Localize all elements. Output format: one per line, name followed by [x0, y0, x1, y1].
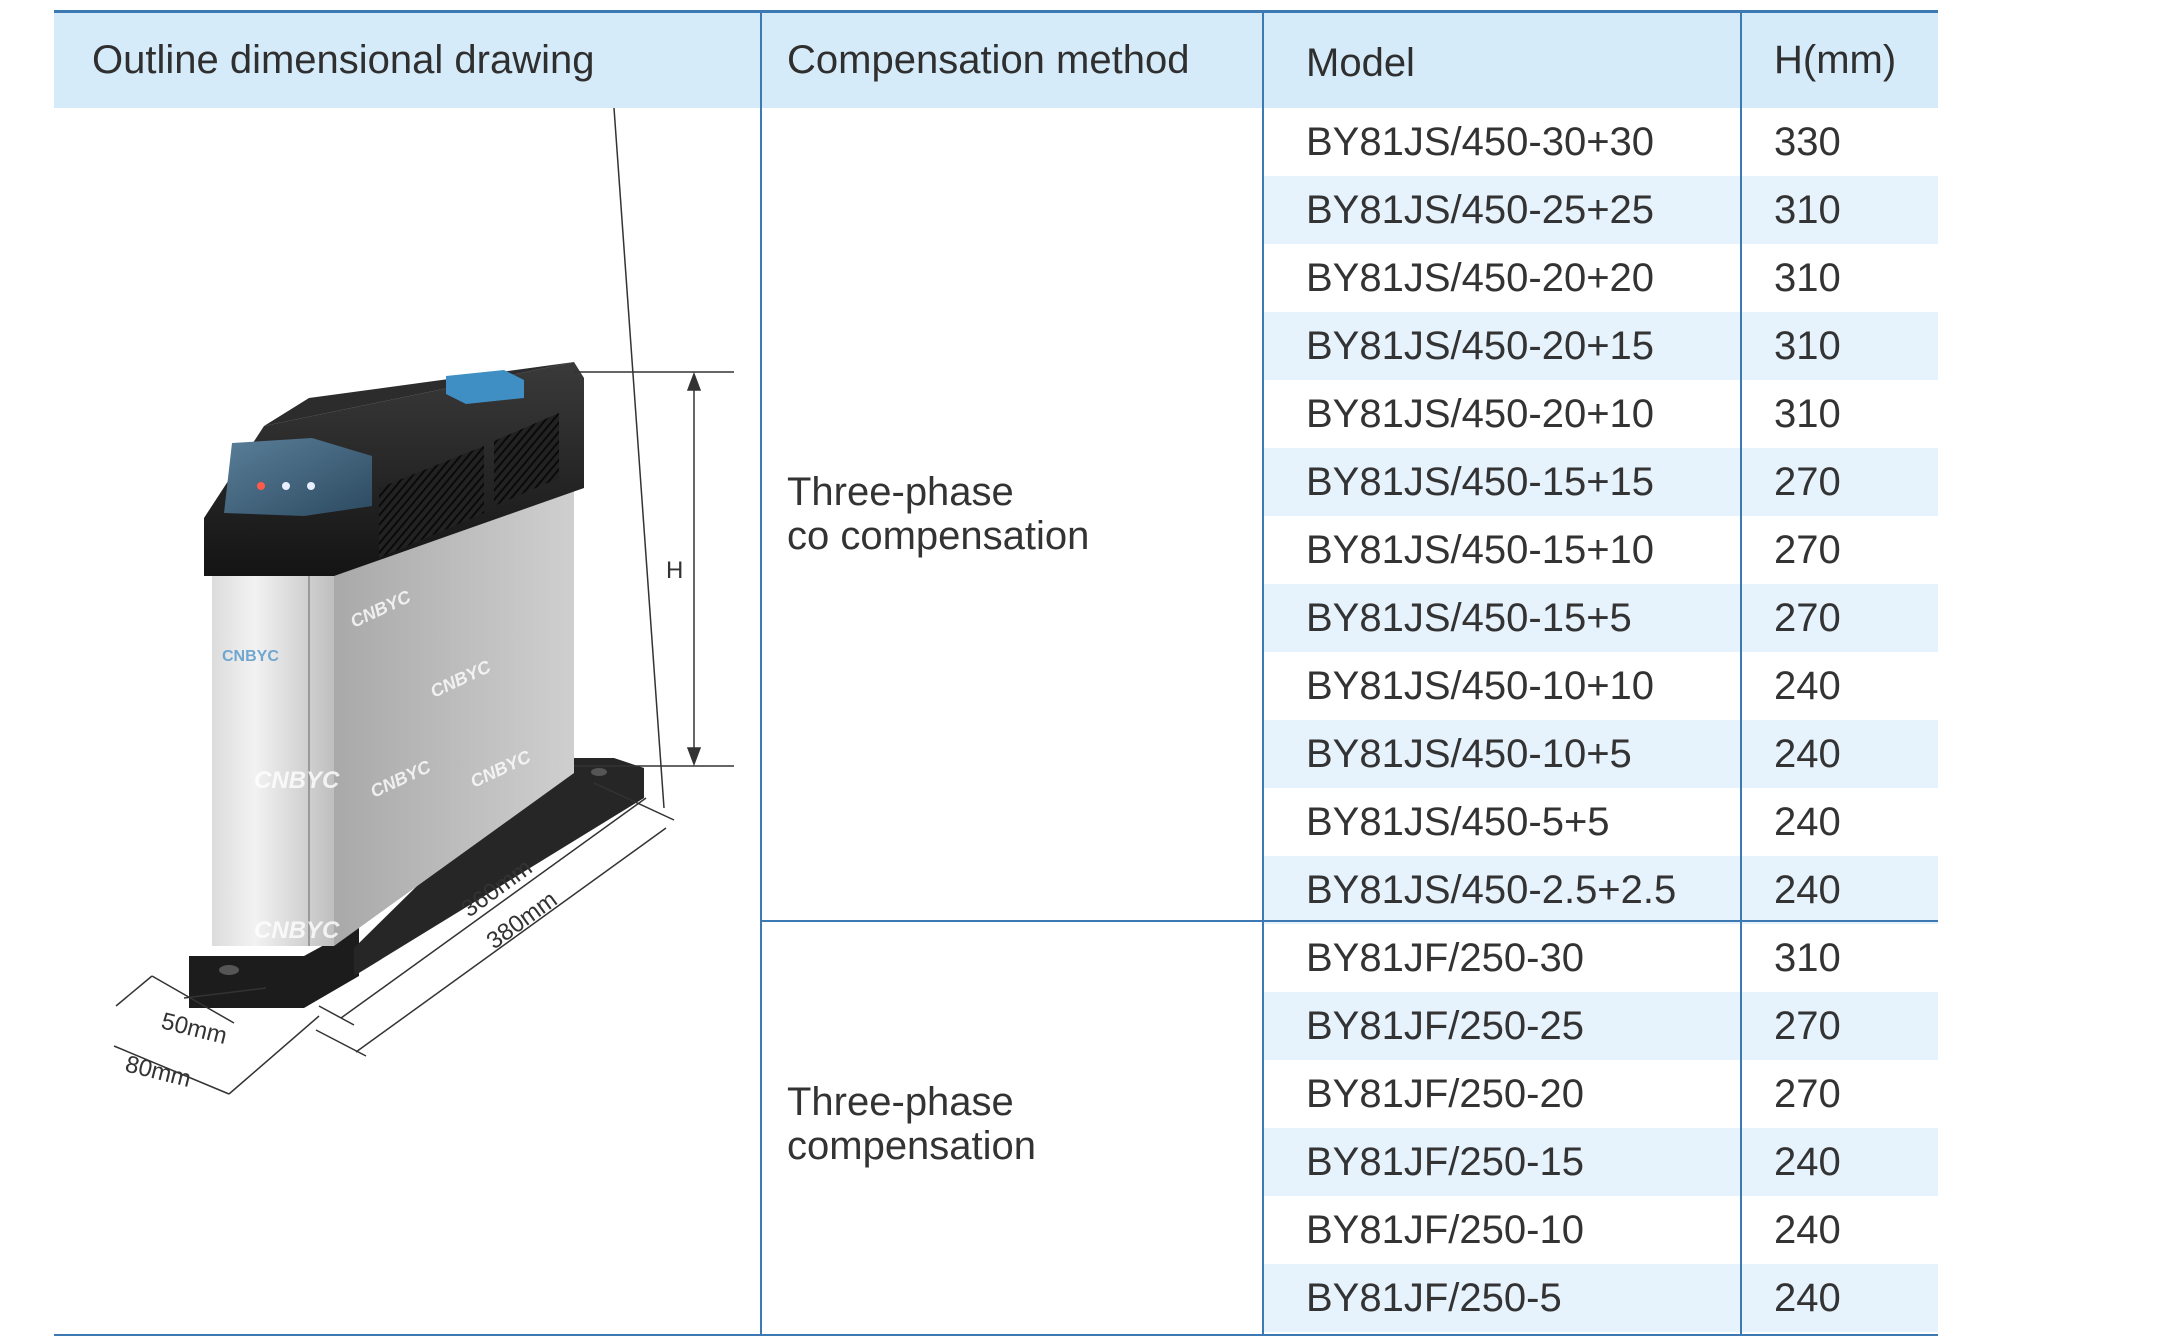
- column-divider: [1262, 10, 1264, 1336]
- model-cell: BY81JF/250-25: [1306, 1003, 1584, 1048]
- model-cell: BY81JS/450-20+15: [1306, 323, 1655, 368]
- capacitor-top-housing: [204, 362, 584, 576]
- height-cell: 240: [1774, 1207, 1841, 1252]
- model-cell: BY81JF/250-10: [1306, 1207, 1584, 1252]
- capacitor-front: [212, 558, 334, 946]
- method-label-standard: Three-phase compensation: [787, 1080, 1036, 1168]
- table-row: BY81JS/450-10+10 240: [1264, 652, 1938, 720]
- header-model: Model: [1306, 41, 1415, 85]
- table-row: BY81JS/450-20+15 310: [1264, 312, 1938, 380]
- height-cell: 270: [1774, 527, 1841, 572]
- height-cell: 310: [1774, 187, 1841, 232]
- table-row: BY81JS/450-30+30 330: [1264, 108, 1938, 176]
- column-divider: [1740, 10, 1742, 1336]
- capacitor-base: [189, 758, 644, 1008]
- dimension-h: [574, 371, 734, 767]
- height-cell: 270: [1774, 459, 1841, 504]
- status-led-icon: [307, 482, 315, 490]
- height-cell: 240: [1774, 799, 1841, 844]
- table-row: BY81JS/450-15+15 270: [1264, 448, 1938, 516]
- status-led-icon: [257, 482, 265, 490]
- dim-h-label: H: [666, 557, 683, 584]
- table-row: BY81JF/250-5 240: [1264, 1264, 1938, 1332]
- model-cell: BY81JS/450-30+30: [1306, 119, 1655, 164]
- table-row: BY81JS/450-20+10 310: [1264, 380, 1938, 448]
- model-cell: BY81JS/450-25+25: [1306, 187, 1655, 232]
- header-drawing: Outline dimensional drawing: [92, 38, 595, 82]
- terminal-block: [446, 370, 524, 404]
- table-bottom-rule: [54, 1334, 1938, 1336]
- method-line: Three-phase: [787, 1080, 1014, 1124]
- group-divider: [760, 920, 1938, 922]
- height-cell: 310: [1774, 935, 1841, 980]
- table-header: Outline dimensional drawing Compensation…: [54, 10, 1938, 108]
- table-row: BY81JS/450-2.5+2.5 240: [1264, 856, 1938, 924]
- model-cell: BY81JF/250-5: [1306, 1275, 1562, 1320]
- control-panel: [224, 438, 372, 516]
- body-brand: CNBYC: [254, 917, 340, 944]
- table-row: BY81JS/450-20+20 310: [1264, 244, 1938, 312]
- height-cell: 240: [1774, 731, 1841, 776]
- height-cell: 310: [1774, 391, 1841, 436]
- body-brand: CNBYC: [254, 767, 340, 794]
- table-row: BY81JS/450-25+25 310: [1264, 176, 1938, 244]
- dimension-length: [315, 107, 675, 1057]
- status-led-icon: [282, 482, 290, 490]
- height-cell: 310: [1774, 255, 1841, 300]
- vent-grille: [494, 413, 559, 506]
- dim-80-label: 80mm: [123, 1051, 194, 1093]
- model-cell: BY81JS/450-20+20: [1306, 255, 1655, 300]
- header-height: H(mm): [1774, 38, 1897, 82]
- method-line: co compensation: [787, 514, 1090, 558]
- table-row: BY81JF/250-10 240: [1264, 1196, 1938, 1264]
- model-cell: BY81JF/250-20: [1306, 1071, 1584, 1116]
- height-cell: 330: [1774, 119, 1841, 164]
- method-line: Three-phase: [787, 470, 1014, 514]
- height-cell: 270: [1774, 595, 1841, 640]
- column-divider: [760, 10, 762, 1336]
- model-cell: BY81JS/450-15+10: [1306, 527, 1655, 572]
- height-cell: 240: [1774, 1139, 1841, 1184]
- model-cell: BY81JF/250-15: [1306, 1139, 1584, 1184]
- model-cell: BY81JF/250-30: [1306, 935, 1584, 980]
- model-cell: BY81JS/450-20+10: [1306, 391, 1655, 436]
- table-row: BY81JS/450-15+10 270: [1264, 516, 1938, 584]
- vent-grille: [379, 446, 484, 558]
- model-cell: BY81JS/450-15+15: [1306, 459, 1655, 504]
- height-cell: 270: [1774, 1003, 1841, 1048]
- model-cell: BY81JS/450-10+10: [1306, 663, 1655, 708]
- table-row: BY81JF/250-15 240: [1264, 1128, 1938, 1196]
- table-row: BY81JS/450-5+5 240: [1264, 788, 1938, 856]
- model-cell: BY81JS/450-10+5: [1306, 731, 1632, 776]
- table-row: BY81JS/450-10+5 240: [1264, 720, 1938, 788]
- model-cell: BY81JS/450-2.5+2.5: [1306, 867, 1677, 912]
- height-cell: 240: [1774, 663, 1841, 708]
- method-label-co: Three-phase co compensation: [787, 470, 1089, 558]
- height-cell: 240: [1774, 867, 1841, 912]
- outline-drawing: CNBYC CNBYC CNBYC CNBYC CNBYC CNBYC CNBY…: [54, 107, 760, 1336]
- table-row: BY81JF/250-20 270: [1264, 1060, 1938, 1128]
- model-cell: BY81JS/450-5+5: [1306, 799, 1610, 844]
- panel-brand: CNBYC: [222, 648, 279, 665]
- dimension-width: [113, 975, 320, 1095]
- table-row: BY81JF/250-25 270: [1264, 992, 1938, 1060]
- capacitor-side: [334, 438, 574, 946]
- header-method: Compensation method: [787, 38, 1190, 82]
- spec-table: Outline dimensional drawing Compensation…: [54, 10, 1938, 1336]
- height-cell: 270: [1774, 1071, 1841, 1116]
- model-cell: BY81JS/450-15+5: [1306, 595, 1632, 640]
- table-row: BY81JS/450-15+5 270: [1264, 584, 1938, 652]
- height-cell: 310: [1774, 323, 1841, 368]
- table-row: BY81JF/250-30 310: [1264, 924, 1938, 992]
- method-line: compensation: [787, 1124, 1037, 1168]
- height-cell: 240: [1774, 1275, 1841, 1320]
